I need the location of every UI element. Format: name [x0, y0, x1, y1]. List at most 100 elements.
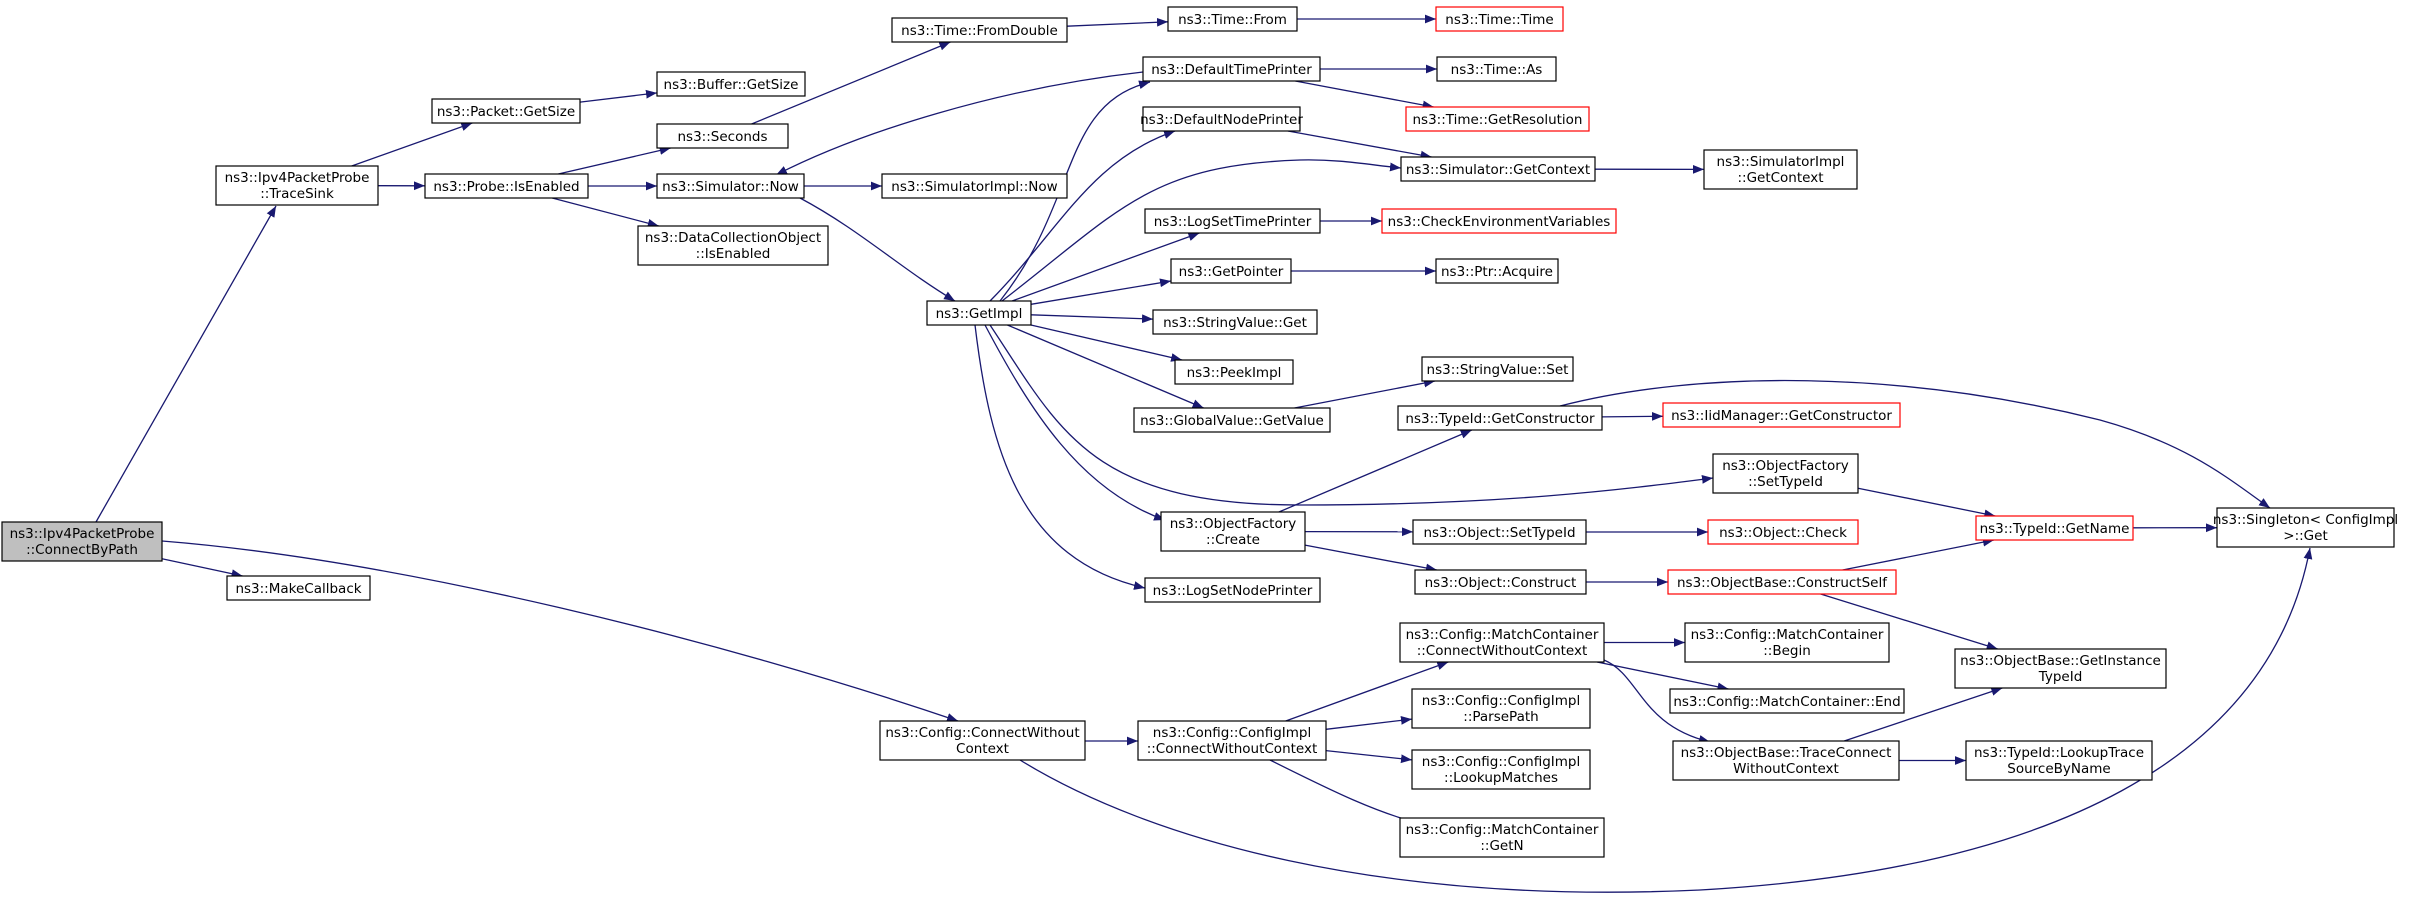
node-typeid_get_constructor[interactable]: ns3::TypeId::GetConstructor — [1397, 405, 1603, 431]
node-time_from[interactable]: ns3::Time::From — [1167, 6, 1298, 32]
node-objectbase_construct_self[interactable]: ns3::ObjectBase::ConstructSelf — [1667, 569, 1897, 595]
edge-probe_is_enabled-to-dco_is_enabled — [552, 197, 659, 228]
node-configimpl_connect_without_context[interactable]: ns3::Config::ConfigImpl::ConnectWithoutC… — [1137, 720, 1327, 761]
node-typeid_get_name[interactable]: ns3::TypeId::GetName — [1975, 515, 2134, 541]
node-simulator_now[interactable]: ns3::Simulator::Now — [656, 173, 805, 199]
node-label: ns3::Config::MatchContainer — [1406, 822, 1599, 838]
node-simimpl_now[interactable]: ns3::SimulatorImpl::Now — [881, 173, 1068, 199]
node-label: ::LookupMatches — [1444, 770, 1558, 786]
node-mc_get_n[interactable]: ns3::Config::MatchContainer::GetN — [1399, 817, 1605, 858]
node-simulator_get_context[interactable]: ns3::Simulator::GetContext — [1400, 156, 1596, 182]
edge-typeid_get_constructor-to-singleton_get — [1559, 379, 2271, 509]
node-time_time[interactable]: ns3::Time::Time — [1435, 6, 1564, 32]
node-buffer_get_size[interactable]: ns3::Buffer::GetSize — [656, 71, 806, 97]
node-label: ns3::DataCollectionObject — [645, 230, 821, 246]
edge-get_impl-to-log_set_node_printer — [974, 324, 1146, 590]
node-default_time_printer[interactable]: ns3::DefaultTimePrinter — [1142, 56, 1321, 82]
edge-object_factory_create-to-typeid_get_constructor — [1278, 429, 1473, 513]
node-box — [226, 575, 371, 601]
node-box — [1436, 56, 1557, 82]
node-box — [1381, 208, 1617, 234]
node-layer: ns3::Ipv4PacketProbe::ConnectByPathns3::… — [1, 6, 2398, 858]
edge-get_impl-to-default_time_printer — [999, 80, 1151, 302]
node-box — [1975, 515, 2134, 541]
node-configimpl_parse_path[interactable]: ns3::Config::ConfigImpl::ParsePath — [1411, 688, 1591, 729]
node-seconds[interactable]: ns3::Seconds — [656, 123, 789, 149]
node-check_env_vars[interactable]: ns3::CheckEnvironmentVariables — [1381, 208, 1617, 234]
node-label: ns3::ObjectBase::TraceConnect — [1681, 745, 1892, 761]
node-box — [656, 123, 789, 149]
node-label: ns3::Time::Time — [1445, 12, 1553, 28]
node-ptr_acquire[interactable]: ns3::Ptr::Acquire — [1435, 258, 1559, 284]
node-box — [1, 521, 163, 562]
node-box — [1137, 720, 1327, 761]
node-object_construct[interactable]: ns3::Object::Construct — [1414, 569, 1587, 595]
node-iidmanager_get_constructor[interactable]: ns3::IidManager::GetConstructor — [1662, 402, 1901, 428]
node-simimpl_get_context[interactable]: ns3::SimulatorImpl::GetContext — [1703, 149, 1858, 190]
node-box — [1965, 740, 2153, 781]
node-connect_by_path[interactable]: ns3::Ipv4PacketProbe::ConnectByPath — [1, 521, 163, 562]
edge-probe_is_enabled-to-seconds — [558, 146, 671, 175]
node-get_pointer[interactable]: ns3::GetPointer — [1170, 258, 1292, 284]
node-label: ns3::ObjectBase::ConstructSelf — [1677, 575, 1888, 591]
node-box — [424, 173, 589, 199]
node-packet_get_size[interactable]: ns3::Packet::GetSize — [431, 98, 581, 124]
node-label: ns3::SimulatorImpl — [1717, 154, 1845, 170]
node-label: ns3::IidManager::GetConstructor — [1671, 408, 1892, 424]
node-make_callback[interactable]: ns3::MakeCallback — [226, 575, 371, 601]
node-box — [1167, 6, 1298, 32]
edge-default_time_printer-to-time_get_resolution — [1295, 80, 1434, 110]
node-mc_end[interactable]: ns3::Config::MatchContainer::End — [1669, 688, 1905, 714]
node-object_check[interactable]: ns3::Object::Check — [1707, 519, 1859, 545]
node-label: ns3::StringValue::Set — [1427, 362, 1569, 378]
node-box — [431, 98, 581, 124]
node-object_factory_set_type_id[interactable]: ns3::ObjectFactory::SetTypeId — [1712, 453, 1859, 494]
edge-configimpl_connect_without_context-to-mc_get_n — [1269, 759, 1431, 828]
node-log_set_time_printer[interactable]: ns3::LogSetTimePrinter — [1144, 208, 1321, 234]
node-cfg_connect_without_context[interactable]: ns3::Config::ConnectWithoutContext — [879, 720, 1086, 761]
node-box — [926, 300, 1032, 326]
node-time_get_resolution[interactable]: ns3::Time::GetResolution — [1405, 106, 1590, 132]
node-box — [881, 173, 1068, 199]
node-default_node_printer[interactable]: ns3::DefaultNodePrinter — [1140, 106, 1303, 132]
node-string_value_get[interactable]: ns3::StringValue::Get — [1152, 309, 1318, 335]
node-box — [2216, 507, 2395, 548]
node-object_factory_create[interactable]: ns3::ObjectFactory::Create — [1160, 511, 1306, 552]
edge-objectbase_construct_self-to-typeid_get_name — [1842, 537, 1995, 571]
node-object_set_type_id[interactable]: ns3::Object::SetTypeId — [1412, 519, 1587, 545]
edge-get_impl-to-simulator_get_context — [1001, 159, 1402, 302]
node-label: SourceByName — [2007, 761, 2110, 777]
edge-get_impl-to-object_factory_create — [984, 324, 1166, 521]
node-configimpl_lookup_matches[interactable]: ns3::Config::ConfigImpl::LookupMatches — [1411, 749, 1591, 790]
edge-get_impl-to-object_factory_set_type_id — [989, 324, 1714, 506]
node-label: ns3::ObjectFactory — [1722, 458, 1849, 474]
edge-default_node_printer-to-simulator_get_context — [1287, 130, 1432, 160]
node-mc_connect_without_context[interactable]: ns3::Config::MatchContainer::ConnectWith… — [1399, 622, 1605, 663]
node-trace_sink[interactable]: ns3::Ipv4PacketProbe::TraceSink — [215, 165, 379, 206]
node-label: ::TraceSink — [260, 186, 334, 202]
node-log_set_node_printer[interactable]: ns3::LogSetNodePrinter — [1144, 577, 1321, 603]
node-get_impl[interactable]: ns3::GetImpl — [926, 300, 1032, 326]
node-peek_impl[interactable]: ns3::PeekImpl — [1174, 359, 1294, 385]
edge-configimpl_connect_without_context-to-mc_connect_without_context — [1285, 661, 1449, 722]
edge-object_factory_create-to-object_construct — [1304, 544, 1438, 573]
node-singleton_get[interactable]: ns3::Singleton< ConfigImpl>::Get — [2213, 507, 2398, 548]
node-time_from_double[interactable]: ns3::Time::FromDouble — [891, 17, 1068, 43]
node-objectbase_trace_connect[interactable]: ns3::ObjectBase::TraceConnectWithoutCont… — [1672, 740, 1900, 781]
node-box — [1435, 258, 1559, 284]
node-box — [1397, 405, 1603, 431]
node-probe_is_enabled[interactable]: ns3::Probe::IsEnabled — [424, 173, 589, 199]
node-box — [1400, 156, 1596, 182]
node-box — [891, 17, 1068, 43]
node-box — [1399, 622, 1605, 663]
node-dco_is_enabled[interactable]: ns3::DataCollectionObject::IsEnabled — [637, 225, 829, 266]
node-box — [656, 173, 805, 199]
node-string_value_set[interactable]: ns3::StringValue::Set — [1421, 356, 1574, 382]
node-label: ::Begin — [1763, 643, 1811, 659]
node-time_as[interactable]: ns3::Time::As — [1436, 56, 1557, 82]
edge-get_impl-to-default_node_printer — [989, 130, 1176, 302]
node-global_value_get_value[interactable]: ns3::GlobalValue::GetValue — [1133, 407, 1331, 433]
node-mc_begin[interactable]: ns3::Config::MatchContainer::Begin — [1684, 622, 1890, 663]
